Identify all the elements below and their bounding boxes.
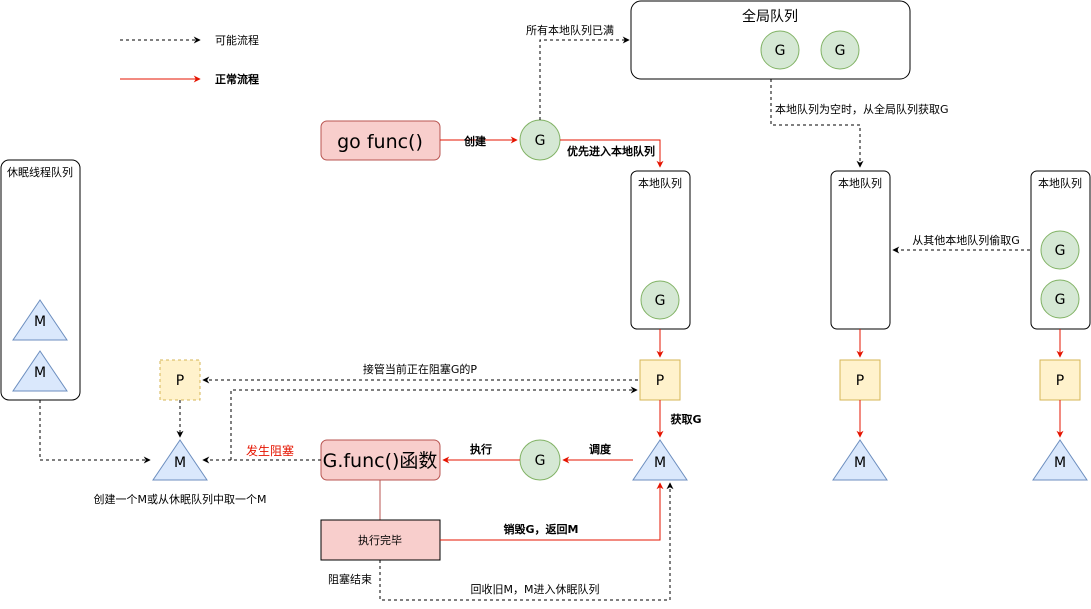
m-2 (832, 439, 888, 481)
m-2-label: M (854, 455, 866, 471)
p-2-label: P (856, 373, 864, 389)
exec-done-label: 执行完毕 (358, 533, 402, 547)
p-1 (639, 359, 681, 401)
m-1 (632, 439, 688, 481)
local-empty-label: 本地队列为空时，从全局队列获取G (775, 102, 949, 116)
local-queue-3: 本地队列 G G (1030, 170, 1091, 330)
local-3-g-2 (1040, 279, 1080, 319)
p-1-label: P (656, 373, 664, 389)
global-g-2 (820, 30, 860, 70)
local-queue-2-title: 本地队列 (838, 176, 882, 190)
sleep-m-1 (12, 299, 68, 341)
g-func-label: G.func()函数 (323, 450, 438, 472)
sleep-m-1-label: M (34, 314, 46, 330)
local-queue-3-title: 本地队列 (1038, 176, 1082, 190)
get-g-label: 获取G (670, 412, 701, 426)
execute-label: 执行 (470, 442, 492, 456)
m-1-label: M (654, 455, 666, 471)
to-local-edge (560, 139, 664, 168)
global-g-1 (760, 30, 800, 70)
takeover-p-label: P (176, 373, 184, 389)
p-3 (1039, 359, 1081, 401)
local-queue-1-title: 本地队列 (638, 176, 682, 190)
new-g-label: G (535, 133, 546, 149)
create-label: 创建 (463, 134, 487, 148)
local-3-g-2-label: G (1055, 292, 1066, 308)
takeover-p (159, 359, 201, 401)
local-queue-2: 本地队列 (830, 170, 891, 330)
m-3-label: M (1054, 455, 1066, 471)
local-1-g (640, 280, 680, 320)
legend-possible-label: 可能流程 (215, 33, 259, 47)
sleep-to-new-m (39, 400, 151, 464)
local-3-g-1 (1040, 230, 1080, 270)
legend-normal-label: 正常流程 (215, 72, 259, 86)
global-queue-title: 全局队列 (742, 8, 798, 25)
to-global-edge (539, 36, 630, 120)
global-queue: 全局队列 G G (630, 0, 911, 80)
all-full-label: 所有本地队列已满 (526, 23, 614, 37)
local-3-g-1-label: G (1055, 243, 1066, 259)
takeover-label: 接管当前正在阻塞G的P (363, 362, 478, 376)
global-to-local2 (770, 79, 864, 168)
sleep-m-2 (12, 350, 68, 392)
block-end-label: 阻塞结束 (328, 572, 372, 586)
sleep-queue: 休眠线程队列 M M (0, 159, 81, 401)
sleep-queue-title: 休眠线程队列 (7, 165, 73, 179)
sleep-m-2-label: M (34, 365, 46, 381)
global-g-1-label: G (775, 43, 786, 59)
local-1-g-label: G (655, 293, 666, 309)
destroy-label: 销毁G，返回M (504, 522, 579, 536)
schedule-label: 调度 (589, 442, 612, 456)
go-func-label: go func() (337, 131, 423, 153)
create-m-label: 创建一个M或从休眠队列中取一个M (94, 492, 267, 506)
new-m (152, 439, 208, 481)
m-3 (1032, 439, 1088, 481)
destroy-edge (440, 482, 664, 541)
p-3-label: P (1056, 373, 1064, 389)
blocked-label: 发生阻塞 (246, 443, 294, 458)
run-g-label: G (535, 453, 546, 469)
legend: 可能流程 正常流程 (120, 33, 259, 86)
steal-label: 从其他本地队列偷取G (912, 233, 1020, 247)
recycle-edge (379, 482, 674, 601)
global-g-2-label: G (835, 43, 846, 59)
priority-local-label: 优先进入本地队列 (567, 144, 655, 158)
recycle-label: 回收旧M，M进入休眠队列 (471, 582, 600, 596)
local-queue-1: 本地队列 G (630, 170, 691, 330)
new-m-label: M (174, 455, 186, 471)
